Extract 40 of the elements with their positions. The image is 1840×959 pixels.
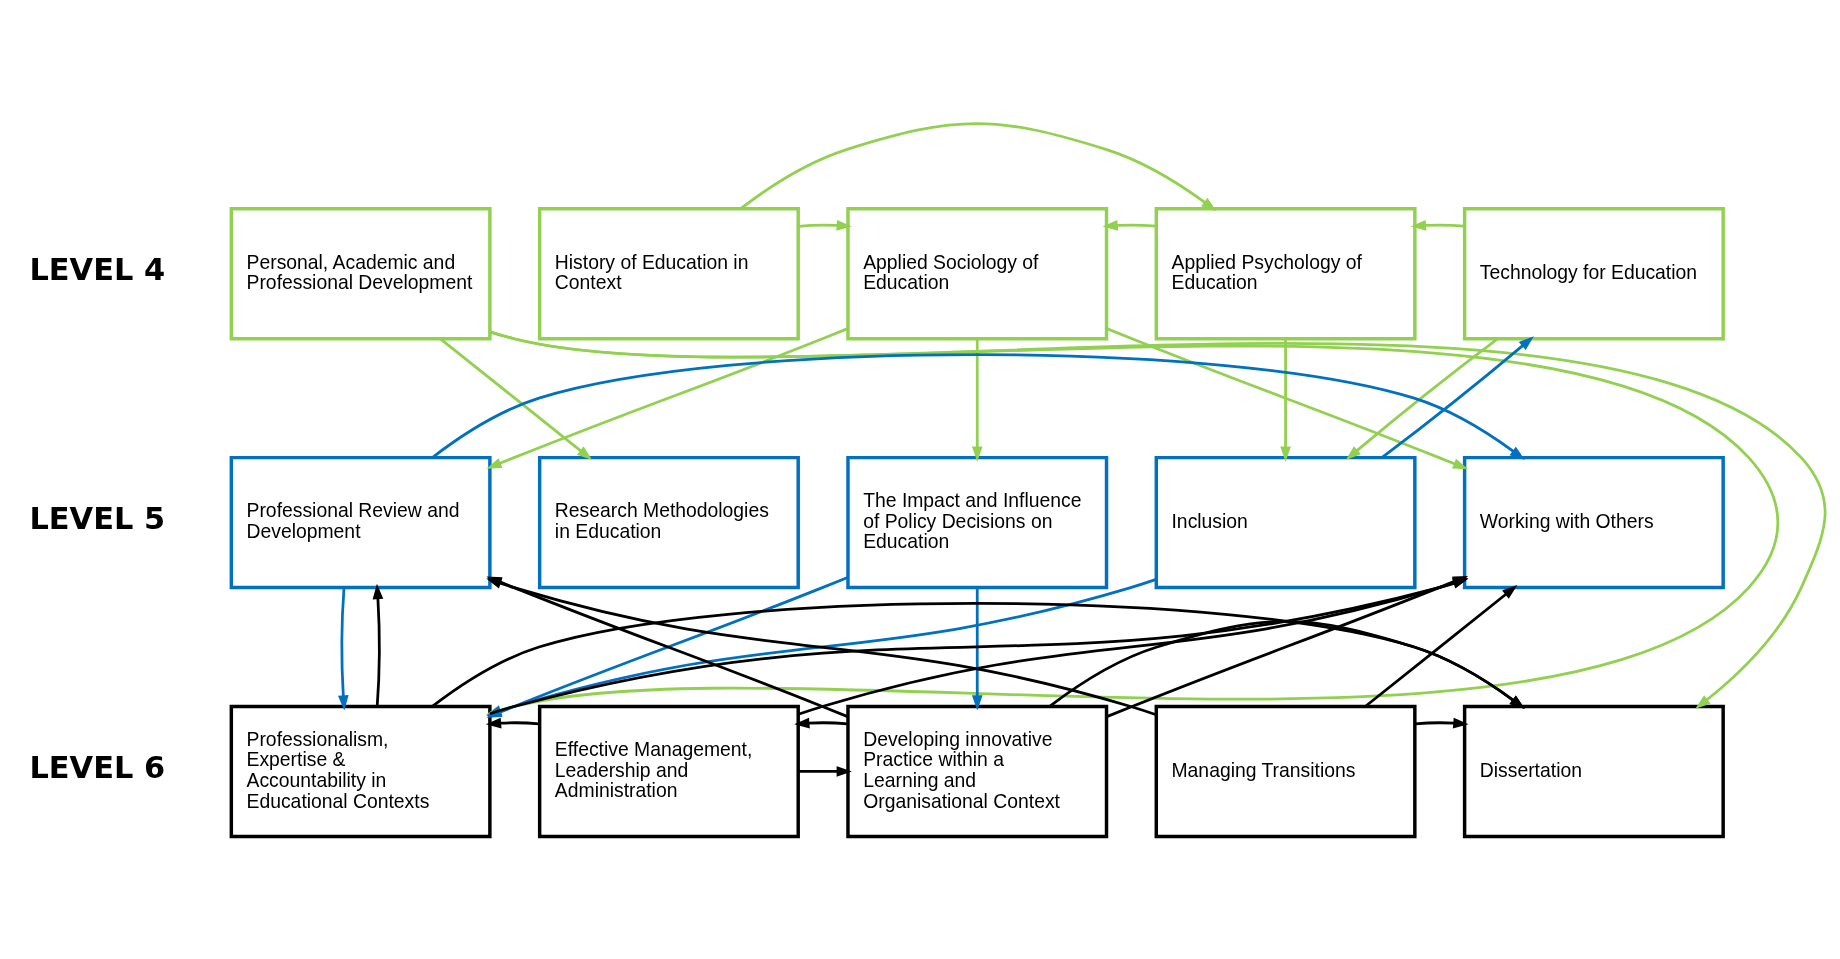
arrow (1410, 219, 1465, 231)
label: LEVEL 6 (29, 749, 166, 785)
node-box: Personal, Academic and Professional Development (229, 206, 492, 340)
node-box: Working with Others (1462, 455, 1725, 589)
arrow (1381, 335, 1534, 458)
label: LEVEL 4 (29, 251, 166, 287)
arrow (794, 717, 848, 728)
arrow (372, 583, 384, 706)
arrow (1414, 717, 1469, 728)
node-box: History of Education in Context (537, 206, 800, 340)
arrow (486, 326, 849, 469)
node-box: Technology for Education (1462, 206, 1725, 340)
node-box: Professionalism, Expertise & Accountability in Educational Contexts (229, 704, 492, 838)
arrow (485, 717, 540, 728)
arrow (971, 338, 983, 462)
arrow (1048, 619, 1525, 709)
node-box: Research Methodologies in Education (537, 455, 800, 589)
node-box: Inclusion (1154, 455, 1417, 589)
node-box: Professional Review and Development (229, 455, 492, 589)
node-box: Managing Transitions (1154, 704, 1417, 838)
arrow (1106, 326, 1469, 469)
arrow (1280, 338, 1291, 462)
arrow (431, 601, 1525, 709)
arrow (431, 352, 1525, 460)
arrow (1102, 219, 1157, 231)
arrow (798, 765, 852, 777)
arrow (439, 337, 593, 460)
node-box: Effective Management, Leadership and Administration (537, 704, 800, 838)
node-box: Applied Sociology of Education (846, 206, 1109, 340)
arrow (1364, 584, 1518, 707)
arrow (337, 587, 349, 711)
arrow (739, 121, 1217, 211)
node-box: Applied Psychology of Education (1154, 206, 1417, 340)
label: LEVEL 5 (29, 500, 166, 536)
arrow (1345, 337, 1499, 460)
node-box: Developing innovative Practice within a Learning and Organisational Context (846, 704, 1109, 838)
arrow (971, 587, 983, 711)
node-box: The Impact and Influence of Policy Decisions on Education (846, 455, 1109, 589)
node-box: Dissertation (1462, 704, 1725, 838)
arrow (798, 219, 852, 231)
